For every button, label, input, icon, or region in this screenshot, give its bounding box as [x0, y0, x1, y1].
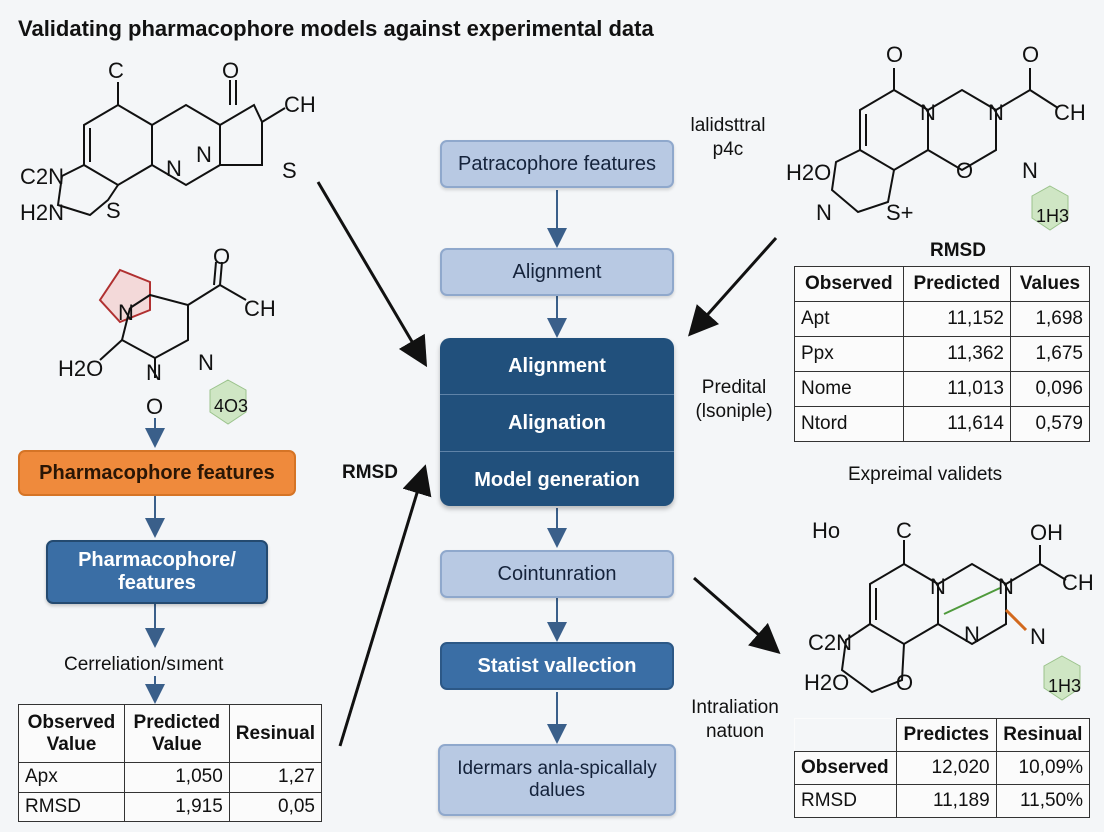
cell: 0,579: [1010, 406, 1090, 442]
th: Observed: [794, 266, 904, 302]
flow-box-alignment: Alignment: [440, 248, 674, 296]
table-row: Ntord 11,614 0,579: [794, 406, 1090, 442]
th: Observed Value: [18, 704, 125, 763]
cell: 1,675: [1010, 336, 1090, 372]
cell: 1,915: [123, 791, 230, 822]
th: Predicted: [902, 266, 1012, 302]
table-row: Observed 12,020 10,09%: [794, 751, 1091, 785]
cell: Apt: [794, 301, 904, 337]
table-row: RMSD 1,915 0,05: [18, 791, 323, 822]
row-header: Observed: [794, 751, 897, 785]
cell: Apx: [18, 762, 125, 793]
caption-correlation: Cerreliation/sıment: [64, 654, 224, 675]
table-right-bottom: Predictes Resinual Observed 12,020 10,09…: [794, 718, 1091, 818]
label-intralation: Intraliation natuon: [691, 697, 779, 742]
table-row: Nome 11,013 0,096: [794, 371, 1090, 407]
label-rmsd-right: RMSD: [930, 240, 986, 261]
cell: 12,020: [895, 751, 997, 785]
th: Predictes: [895, 718, 997, 752]
cell: 0,05: [228, 791, 323, 822]
table-row: RMSD 11,189 11,50%: [794, 784, 1091, 818]
stack-alignation: Alignation: [440, 395, 674, 452]
flow-box-final: Idermars anla-spicallaly dalues: [438, 744, 676, 816]
table-right-top: Observed Predicted Values Apt 11,152 1,6…: [794, 266, 1090, 442]
cell: 1,050: [123, 762, 230, 793]
cell: RMSD: [794, 784, 897, 818]
cell: 11,362: [902, 336, 1012, 372]
page-title: Validating pharmacophore models against …: [18, 16, 654, 41]
empty-corner: [794, 718, 897, 752]
th: Values: [1010, 266, 1090, 302]
cell: 1,27: [228, 762, 323, 793]
flow-box-features: Patracophore features: [440, 140, 674, 188]
table-left: Observed Value Predicted Value Resinual …: [18, 704, 323, 822]
cell: 11,013: [902, 371, 1012, 407]
stack-alignment: Alignment: [440, 338, 674, 395]
flow-stack: Alignment Alignation Model generation: [440, 338, 674, 506]
cell: 11,614: [902, 406, 1012, 442]
label-exp-valid: Expreimal validets: [848, 464, 1003, 485]
cell: Ntord: [794, 406, 904, 442]
th: Predicted Value: [123, 704, 230, 763]
flow-box-blue: Pharmacophore/ features: [46, 540, 268, 604]
flow-box-cointunration: Cointunration: [440, 550, 674, 598]
cell: 11,189: [895, 784, 997, 818]
cell: Nome: [794, 371, 904, 407]
th: Resinual: [228, 704, 323, 763]
table-row: Ppx 11,362 1,675: [794, 336, 1090, 372]
note-top-right: lalidsttral p4c: [690, 115, 766, 160]
cell: 10,09%: [995, 751, 1091, 785]
cell: 1,698: [1010, 301, 1090, 337]
label-rmsd-left: RMSD: [342, 462, 398, 483]
cell: Ppx: [794, 336, 904, 372]
cell: RMSD: [18, 791, 125, 822]
flow-box-statist: Statist vallection: [440, 642, 674, 690]
flow-box-orange: Pharmacophore features: [18, 450, 296, 496]
th: Resinual: [995, 718, 1091, 752]
cell: 11,152: [902, 301, 1012, 337]
cell: 0,096: [1010, 371, 1090, 407]
table-row: Apx 1,050 1,27: [18, 762, 323, 793]
cell: 11,50%: [995, 784, 1091, 818]
stack-model-generation: Model generation: [474, 468, 640, 491]
table-row: Apt 11,152 1,698: [794, 301, 1090, 337]
label-predital: Predital (lsoniple): [695, 377, 773, 422]
